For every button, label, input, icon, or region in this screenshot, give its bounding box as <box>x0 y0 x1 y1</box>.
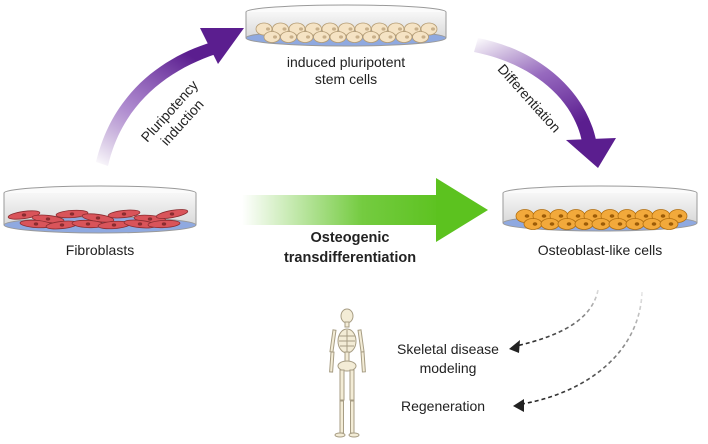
fibroblast-nucleus <box>121 212 127 216</box>
osteoblast-nucleus <box>677 214 683 218</box>
skeleton-icon <box>329 308 366 438</box>
ipsc-cell <box>313 31 330 43</box>
dashed-arrow-modeling <box>509 289 599 353</box>
osteoblast-nucleus <box>592 214 598 218</box>
osteoblast-nucleus <box>566 222 572 226</box>
petri-dish-osteoblast-icon <box>502 185 698 232</box>
osteoblast-nucleus <box>558 214 564 218</box>
osteogenic-label-line2: transdifferentiation <box>283 250 417 266</box>
ipsc-nucleus <box>266 27 270 31</box>
fibroblast-nucleus <box>69 212 75 216</box>
ipsc-label-line2: stem cells <box>314 71 378 87</box>
osteoblast-nucleus <box>524 214 530 218</box>
osteoblast-nucleus <box>651 222 657 226</box>
fibroblast-cells <box>7 209 189 230</box>
petri-dish-ipsc-icon <box>245 4 447 47</box>
petri-dish-fibroblast-icon <box>3 185 197 234</box>
ipsc-nucleus <box>282 27 287 31</box>
ipsc-nucleus <box>332 27 336 31</box>
ipsc-cell <box>346 31 363 43</box>
ipsc-cell <box>296 31 314 43</box>
ipsc-cell <box>412 31 429 43</box>
fibroblasts-label: Fibroblasts <box>40 242 160 259</box>
osteoblast-nucleus <box>583 222 589 226</box>
ipsc-nucleus <box>414 27 419 31</box>
fibroblast-nucleus <box>111 223 117 227</box>
osteoblast-label-text: Osteoblast-like cells <box>537 242 663 258</box>
regeneration-label: Regeneration <box>388 398 498 415</box>
fibroblast-nucleus <box>95 216 101 220</box>
ipsc-nucleus <box>306 35 310 39</box>
ipsc-nucleus <box>398 27 402 31</box>
ipsc-cell <box>280 31 297 43</box>
skeletal-modeling-line2: modeling <box>419 360 477 376</box>
osteogenic-label: Osteogenic transdifferentiation <box>260 228 440 268</box>
ipsc-nucleus <box>289 35 294 39</box>
osteoblast-nucleus <box>634 222 640 226</box>
fibroblasts-label-text: Fibroblasts <box>65 242 135 258</box>
ipsc-cell <box>263 31 281 43</box>
fibroblast-nucleus <box>147 217 153 221</box>
fibroblast-nucleus <box>137 222 143 226</box>
ipsc-cell <box>395 31 413 43</box>
fibroblast-nucleus <box>45 217 51 221</box>
fibroblast-nucleus <box>59 223 65 227</box>
pluripotency-arrow <box>96 28 244 166</box>
fibroblast-nucleus <box>161 222 167 226</box>
transdifferentiation-arrow <box>242 178 488 242</box>
osteoblast-nucleus <box>541 214 547 218</box>
skeletal-modeling-line1: Skeletal disease <box>397 341 499 357</box>
dashed-arrow-regeneration <box>513 291 643 412</box>
ipsc-nucleus <box>273 35 277 39</box>
ipsc-nucleus <box>339 35 343 39</box>
osteoblast-nucleus <box>600 222 606 226</box>
ipsc-nucleus <box>299 27 303 31</box>
ipsc-nucleus <box>405 35 409 39</box>
ipsc-nucleus <box>322 35 327 39</box>
osteoblast-cells <box>515 209 688 230</box>
osteoblast-nucleus <box>660 214 666 218</box>
fibroblast-nucleus <box>21 213 27 217</box>
ipsc-label-line1: induced pluripotent <box>286 54 406 70</box>
osteoblast-nucleus <box>626 214 632 218</box>
fibroblast-nucleus <box>33 222 39 226</box>
ipsc-cell <box>379 31 396 43</box>
ipsc-nucleus <box>421 35 426 39</box>
osteoblast-nucleus <box>643 214 649 218</box>
ipsc-cell <box>420 22 438 36</box>
fibroblast-nucleus <box>169 212 175 216</box>
ipsc-nucleus <box>431 27 435 31</box>
osteoblast-nucleus <box>609 214 615 218</box>
ipsc-cell <box>329 31 347 43</box>
differentiation-arrow <box>474 38 616 168</box>
osteoblast-nucleus <box>532 222 538 226</box>
osteogenic-label-line1: Osteogenic <box>310 230 390 246</box>
ipsc-cells <box>255 22 438 43</box>
skeletal-modeling-label: Skeletal disease modeling <box>386 340 510 378</box>
ipsc-nucleus <box>348 27 353 31</box>
osteoblast-nucleus <box>575 214 581 218</box>
ipsc-cell <box>362 31 380 43</box>
osteoblast-nucleus <box>549 222 555 226</box>
osteoblast-nucleus <box>668 222 674 226</box>
ipsc-nucleus <box>372 35 376 39</box>
ipsc-nucleus <box>355 35 360 39</box>
ipsc-label: induced pluripotent stem cells <box>256 54 436 88</box>
ipsc-nucleus <box>315 27 320 31</box>
osteoblast-label: Osteoblast-like cells <box>525 242 675 259</box>
ipsc-nucleus <box>388 35 393 39</box>
fibroblast-nucleus <box>85 222 91 226</box>
ipsc-nucleus <box>365 27 369 31</box>
regeneration-label-text: Regeneration <box>400 398 486 414</box>
ipsc-nucleus <box>381 27 386 31</box>
osteoblast-nucleus <box>617 222 623 226</box>
